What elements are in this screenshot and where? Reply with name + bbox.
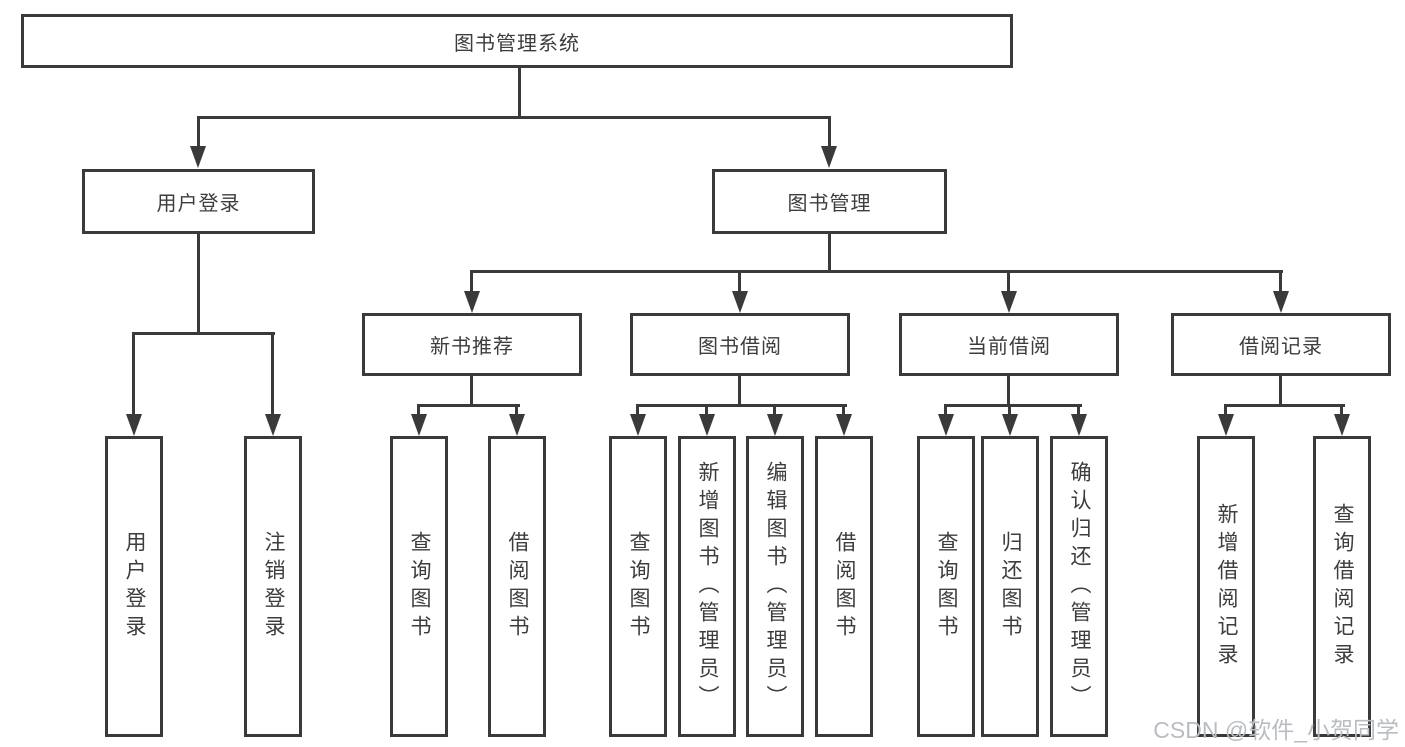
arrow-down [1002, 414, 1018, 436]
connector [470, 270, 1283, 273]
arrow-down [126, 414, 142, 436]
connector [518, 68, 521, 117]
connector [1077, 404, 1080, 416]
arrow-down [732, 291, 748, 313]
connector [636, 404, 847, 407]
arrow-down [1334, 414, 1350, 436]
leaf-add-book-admin-label: 新增图书（管理员） [696, 460, 719, 713]
node-root-label: 图书管理系统 [454, 32, 580, 55]
arrow-down [630, 414, 646, 436]
leaf-logout: 注销登录 [244, 436, 302, 737]
node-book-management: 图书管理 [712, 169, 947, 234]
connector [828, 116, 831, 148]
arrow-down [699, 414, 715, 436]
arrow-down [1001, 291, 1017, 313]
node-new-book-recommend: 新书推荐 [362, 313, 582, 376]
connector [1224, 404, 1227, 416]
leaf-return-book-label: 归还图书 [999, 530, 1022, 643]
leaf-confirm-return-admin-label: 确认归还（管理员） [1068, 460, 1091, 713]
leaf-user-login: 用户登录 [105, 436, 163, 737]
node-borrow-records-label: 借阅记录 [1239, 336, 1323, 358]
leaf-query-books-recommend-label: 查询图书 [408, 530, 431, 643]
connector [1279, 270, 1282, 294]
node-current-borrow-label: 当前借阅 [967, 336, 1051, 358]
arrow-down [411, 414, 427, 436]
connector [132, 332, 135, 416]
node-root: 图书管理系统 [21, 14, 1013, 68]
leaf-add-borrow-record: 新增借阅记录 [1197, 436, 1255, 737]
connector [470, 374, 473, 406]
arrow-down [265, 414, 281, 436]
connector [1340, 404, 1343, 416]
connector [705, 404, 708, 416]
connector [470, 270, 473, 294]
arrow-down [1218, 414, 1234, 436]
connector [197, 233, 200, 334]
connector [515, 404, 518, 416]
leaf-query-books-current: 查询图书 [917, 436, 975, 737]
leaf-edit-book-admin-label: 编辑图书（管理员） [764, 460, 787, 713]
arrow-down [464, 291, 480, 313]
node-borrow-records: 借阅记录 [1171, 313, 1391, 376]
connector [197, 116, 831, 119]
connector [1007, 374, 1010, 406]
watermark: CSDN @软件_小贺同学 [1153, 717, 1399, 743]
arrow-down [836, 414, 852, 436]
leaf-return-book: 归还图书 [981, 436, 1039, 737]
connector [132, 332, 275, 335]
connector [738, 374, 741, 406]
leaf-query-books-borrow: 查询图书 [609, 436, 667, 737]
node-user-login-label: 用户登录 [156, 193, 241, 215]
arrow-down [821, 146, 837, 168]
leaf-query-books-recommend: 查询图书 [390, 436, 448, 737]
leaf-query-books-borrow-label: 查询图书 [627, 530, 650, 643]
leaf-logout-label: 注销登录 [262, 530, 285, 643]
node-book-management-label: 图书管理 [787, 193, 872, 215]
connector [828, 234, 831, 272]
connector [1224, 404, 1345, 407]
connector [636, 404, 639, 416]
leaf-query-books-current-label: 查询图书 [935, 530, 958, 643]
leaf-borrow-books-label: 借阅图书 [833, 530, 856, 643]
connector [1279, 374, 1282, 406]
connector [1008, 404, 1011, 416]
connector [417, 404, 520, 407]
arrow-down [1071, 414, 1087, 436]
node-book-borrow: 图书借阅 [630, 313, 850, 376]
node-user-login: 用户登录 [82, 169, 315, 234]
leaf-edit-book-admin: 编辑图书（管理员） [746, 436, 804, 737]
connector [197, 116, 200, 148]
leaf-user-login-label: 用户登录 [123, 530, 146, 643]
node-new-book-recommend-label: 新书推荐 [430, 336, 514, 358]
node-current-borrow: 当前借阅 [899, 313, 1119, 376]
node-book-borrow-label: 图书借阅 [698, 336, 782, 358]
arrow-down [767, 414, 783, 436]
connector [842, 404, 845, 416]
arrow-down [509, 414, 525, 436]
connector [773, 404, 776, 416]
leaf-add-book-admin: 新增图书（管理员） [678, 436, 736, 737]
connector [417, 404, 420, 416]
leaf-query-borrow-record: 查询借阅记录 [1313, 436, 1371, 737]
arrow-down [190, 146, 206, 168]
leaf-query-borrow-record-label: 查询借阅记录 [1331, 502, 1354, 671]
leaf-add-borrow-record-label: 新增借阅记录 [1215, 502, 1238, 671]
connector [1007, 270, 1010, 294]
arrow-down [938, 414, 954, 436]
leaf-confirm-return-admin: 确认归还（管理员） [1050, 436, 1108, 737]
arrow-down [1273, 291, 1289, 313]
leaf-borrow-books-recommend-label: 借阅图书 [506, 530, 529, 643]
connector [738, 270, 741, 294]
connector [944, 404, 947, 416]
leaf-borrow-books: 借阅图书 [815, 436, 873, 737]
connector [944, 404, 1082, 407]
connector [271, 332, 274, 416]
leaf-borrow-books-recommend: 借阅图书 [488, 436, 546, 737]
